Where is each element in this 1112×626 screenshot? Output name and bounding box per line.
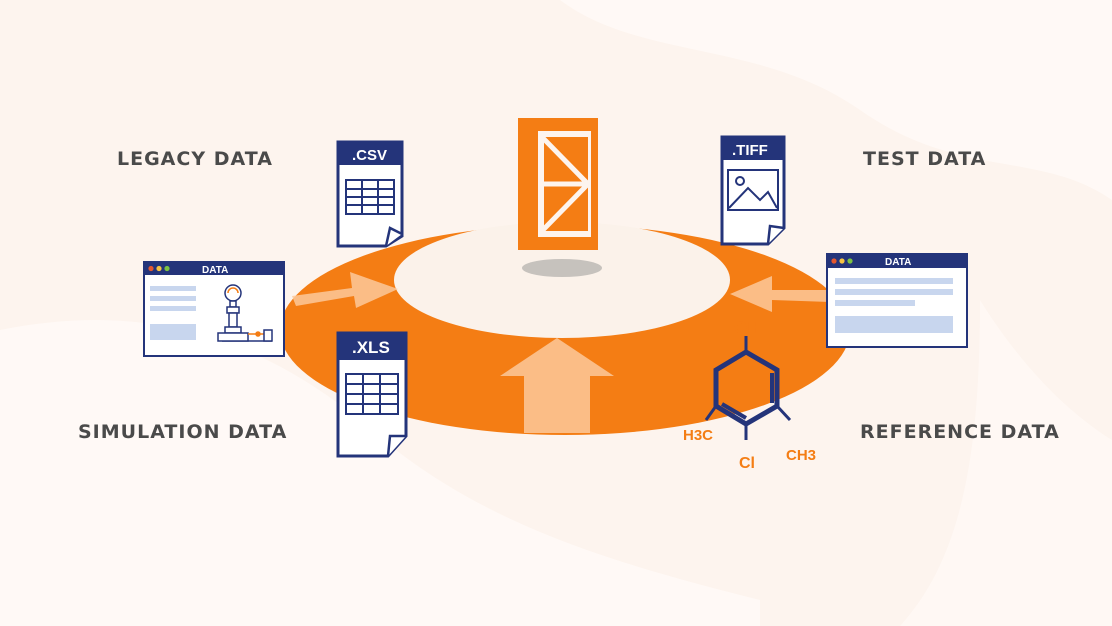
arrow-left-icon <box>292 272 398 308</box>
right-window-title: DATA <box>885 257 911 268</box>
center-logo-icon <box>518 118 598 250</box>
arrow-bottom-icon <box>500 338 614 433</box>
oh-label: OH <box>734 318 760 337</box>
simulation-data-window: DATA <box>143 261 285 357</box>
arrow-right-icon <box>730 276 830 312</box>
tiff-label: .TIFF <box>732 142 768 159</box>
simulation-data-label: SIMULATION DATA <box>78 421 288 443</box>
logo-shadow <box>522 259 602 277</box>
left-window-title: DATA <box>202 265 228 276</box>
h3c-label: H3C <box>683 427 713 444</box>
reference-data-label: REFERENCE DATA <box>860 421 1060 443</box>
legacy-data-label: LEGACY DATA <box>117 148 273 170</box>
center-platform <box>394 222 730 338</box>
pressure-gauge-icon <box>217 284 273 342</box>
cl-label: Cl <box>739 455 755 472</box>
test-data-label: TEST DATA <box>863 148 987 170</box>
csv-label: .CSV <box>352 147 387 164</box>
xls-label: .XLS <box>352 338 390 357</box>
inflow-arrows <box>292 272 830 433</box>
csv-file-icon: .CSV <box>336 140 404 248</box>
ch3-label: CH3 <box>786 447 816 464</box>
xls-file-icon: .XLS <box>336 331 408 458</box>
reference-data-window: DATA <box>826 253 968 348</box>
molecule-icon: OH H3C Cl CH3 <box>683 318 816 472</box>
tiff-file-icon: .TIFF <box>720 135 786 246</box>
